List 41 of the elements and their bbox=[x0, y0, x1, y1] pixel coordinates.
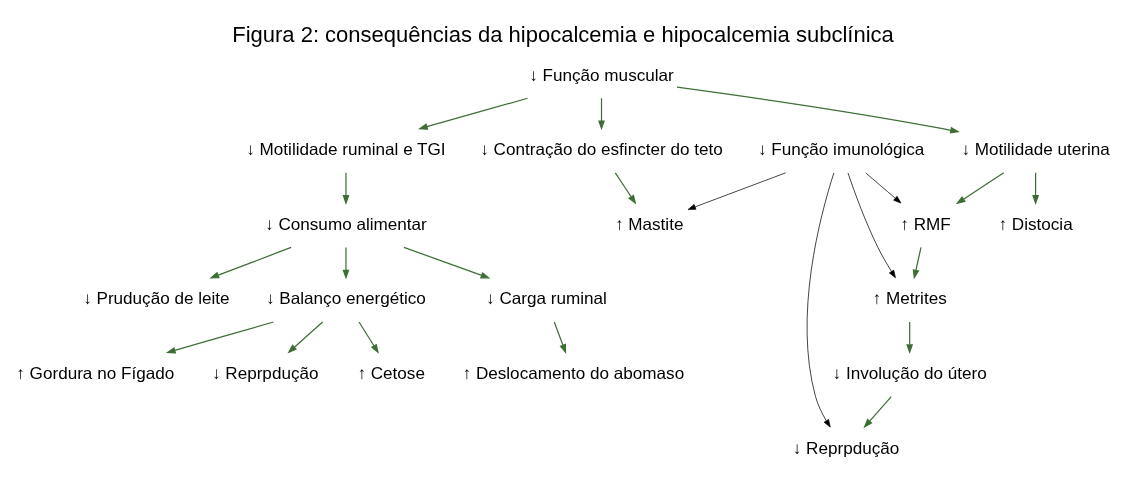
arrow bbox=[906, 320, 914, 354]
arrow bbox=[865, 171, 902, 203]
node-text: ↑ Gordura no Fígado bbox=[16, 363, 175, 383]
node-text: ↓ Reprpdução bbox=[211, 363, 319, 383]
arrow bbox=[955, 171, 1005, 204]
diagram-title: Figura 2: consequências da hipocalcemia e hipocalcemia subclínica bbox=[232, 21, 894, 47]
arrow bbox=[403, 246, 491, 278]
arrow bbox=[687, 171, 787, 210]
node-text: ↓ Carga ruminal bbox=[486, 288, 607, 308]
arrow bbox=[342, 246, 350, 279]
arrow bbox=[342, 171, 350, 205]
arrow bbox=[553, 320, 567, 354]
arrow bbox=[676, 86, 960, 134]
node-text: ↓ Motilidade uterina bbox=[961, 139, 1110, 159]
arrow bbox=[806, 172, 835, 427]
node-text: ↓ Balanço energético bbox=[266, 288, 426, 308]
arrow bbox=[358, 320, 379, 354]
node-text: ↓ Involução do útero bbox=[832, 363, 987, 383]
node-text: ↑ Distocia bbox=[998, 214, 1073, 234]
node-text: ↓ Motilidade ruminal e TGI bbox=[246, 139, 446, 159]
arrow bbox=[912, 246, 922, 279]
arrow bbox=[287, 320, 324, 353]
node-text: ↓ Prudução de leite bbox=[83, 288, 230, 308]
node-text: ↓ Consumo alimentar bbox=[265, 214, 427, 234]
arrow bbox=[614, 171, 637, 205]
arrow bbox=[598, 97, 605, 130]
arrow bbox=[417, 97, 529, 130]
node-text: ↓ Contração do esfincter do teto bbox=[480, 139, 723, 159]
node-text: ↓ Reprpdução bbox=[792, 438, 900, 458]
node-text: ↑ Metrites bbox=[872, 288, 947, 308]
node-text: ↑ Cetose bbox=[357, 363, 425, 383]
arrow bbox=[209, 246, 292, 279]
node-text: ↑ RMF bbox=[900, 214, 951, 234]
node-text: ↓ Função imunológica bbox=[757, 139, 925, 159]
arrow bbox=[1032, 171, 1040, 205]
arrow bbox=[847, 172, 896, 278]
node-text: ↑ Deslocamento do abomaso bbox=[462, 363, 685, 383]
node-text: ↓ Função muscular bbox=[529, 65, 674, 85]
arrow bbox=[863, 395, 892, 428]
arrow bbox=[165, 320, 275, 354]
node-text: ↑ Mastite bbox=[614, 214, 684, 234]
